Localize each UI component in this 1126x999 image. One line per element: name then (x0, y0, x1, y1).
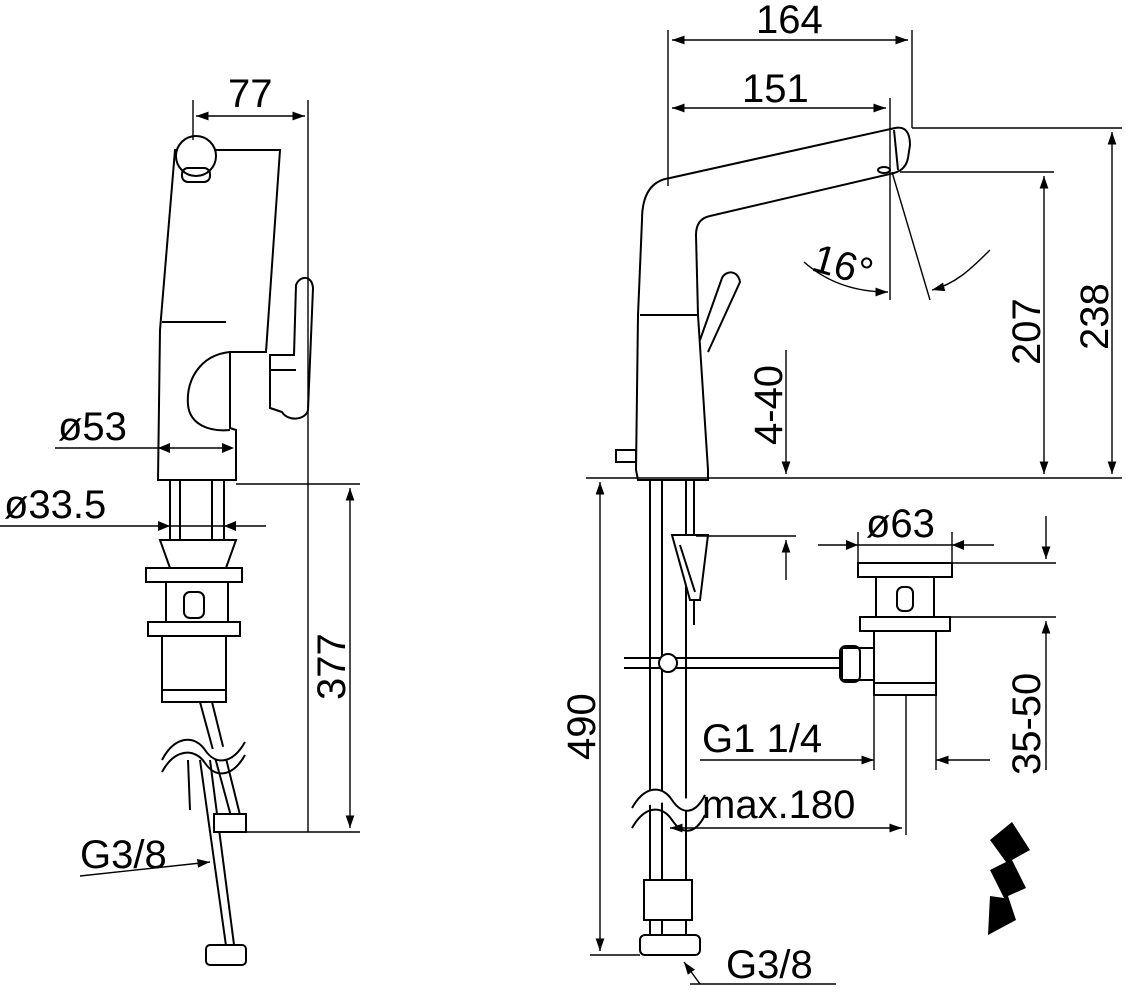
rod-joint (658, 653, 678, 673)
fixing-wedge (670, 534, 710, 601)
wedge-line (679, 544, 696, 593)
angle-arc (803, 261, 889, 297)
hose-fitting (643, 879, 693, 921)
drain-nut (147, 621, 241, 637)
dim-151: 151 (742, 67, 809, 111)
dim-diameter-53: ø53 (58, 405, 127, 449)
arrow-head (846, 540, 858, 550)
dim-4-40: 4-40 (747, 365, 791, 445)
dim-angle-16: 16° (808, 236, 878, 295)
rod-nut (839, 645, 861, 683)
lever-knob-slot (181, 167, 211, 183)
body-cutout (186, 351, 231, 432)
waste-flange (857, 562, 953, 578)
dim-207: 207 (1005, 298, 1049, 365)
dim-g1-1-4: G1 1/4 (702, 717, 822, 761)
hose-fitting (213, 813, 247, 833)
lever-knob (175, 135, 217, 177)
mounting-shank (169, 479, 225, 541)
aerator (877, 166, 891, 174)
mounting-nut (158, 539, 238, 569)
dim-g38-left: G3/8 (80, 833, 167, 877)
dim-490: 490 (560, 693, 604, 760)
hose (209, 759, 237, 961)
break-mark (161, 751, 246, 775)
arrow-head (158, 521, 170, 531)
waste-nut (859, 616, 951, 632)
arrow-head (952, 540, 964, 550)
rod-connector (841, 647, 875, 681)
break-mark (631, 788, 706, 812)
hose-fitting-bottom (205, 944, 247, 966)
waste-slot (896, 586, 914, 612)
angle-line (891, 171, 931, 301)
dim-diameter-63: ø63 (866, 502, 935, 546)
drain-slot (183, 591, 205, 619)
dim-max-180: max.180 (702, 783, 855, 827)
lightning-arrow-icon (988, 822, 1030, 935)
dim-diameter-33-5: ø33.5 (4, 483, 106, 527)
dim-35-50: 35-50 (1005, 673, 1049, 775)
side-view: 77 ø53 ø33.5 377 G3/8 (0, 72, 360, 966)
faucet-body-side (156, 149, 282, 481)
arrow-head (158, 443, 170, 453)
waste-pipe (873, 630, 937, 696)
faucet-body-front (634, 126, 912, 481)
drain-flange (145, 567, 243, 583)
handle-lever-front (699, 271, 742, 353)
drain-body (165, 581, 229, 623)
dim-238: 238 (1073, 283, 1117, 350)
handle-lever (269, 276, 315, 420)
dim-377: 377 (310, 633, 354, 700)
arrow-head (222, 443, 234, 453)
leader-line (79, 858, 211, 877)
leader-line (683, 961, 701, 985)
hose (199, 759, 229, 961)
dim-77: 77 (228, 72, 273, 116)
break-mark (161, 738, 246, 762)
front-view: 164 151 16° 207 238 4-40 ø63 (560, 0, 1122, 987)
dim-g38-right: G3/8 (726, 943, 813, 987)
spout-tip (893, 129, 899, 171)
angle-arc (931, 249, 991, 292)
popup-rod-knob (615, 449, 637, 463)
arrow-head (224, 521, 236, 531)
dim-164: 164 (756, 0, 823, 42)
hose-nut (639, 934, 701, 956)
hose (199, 701, 233, 821)
hose (187, 759, 191, 811)
drain-pipe (161, 635, 227, 703)
